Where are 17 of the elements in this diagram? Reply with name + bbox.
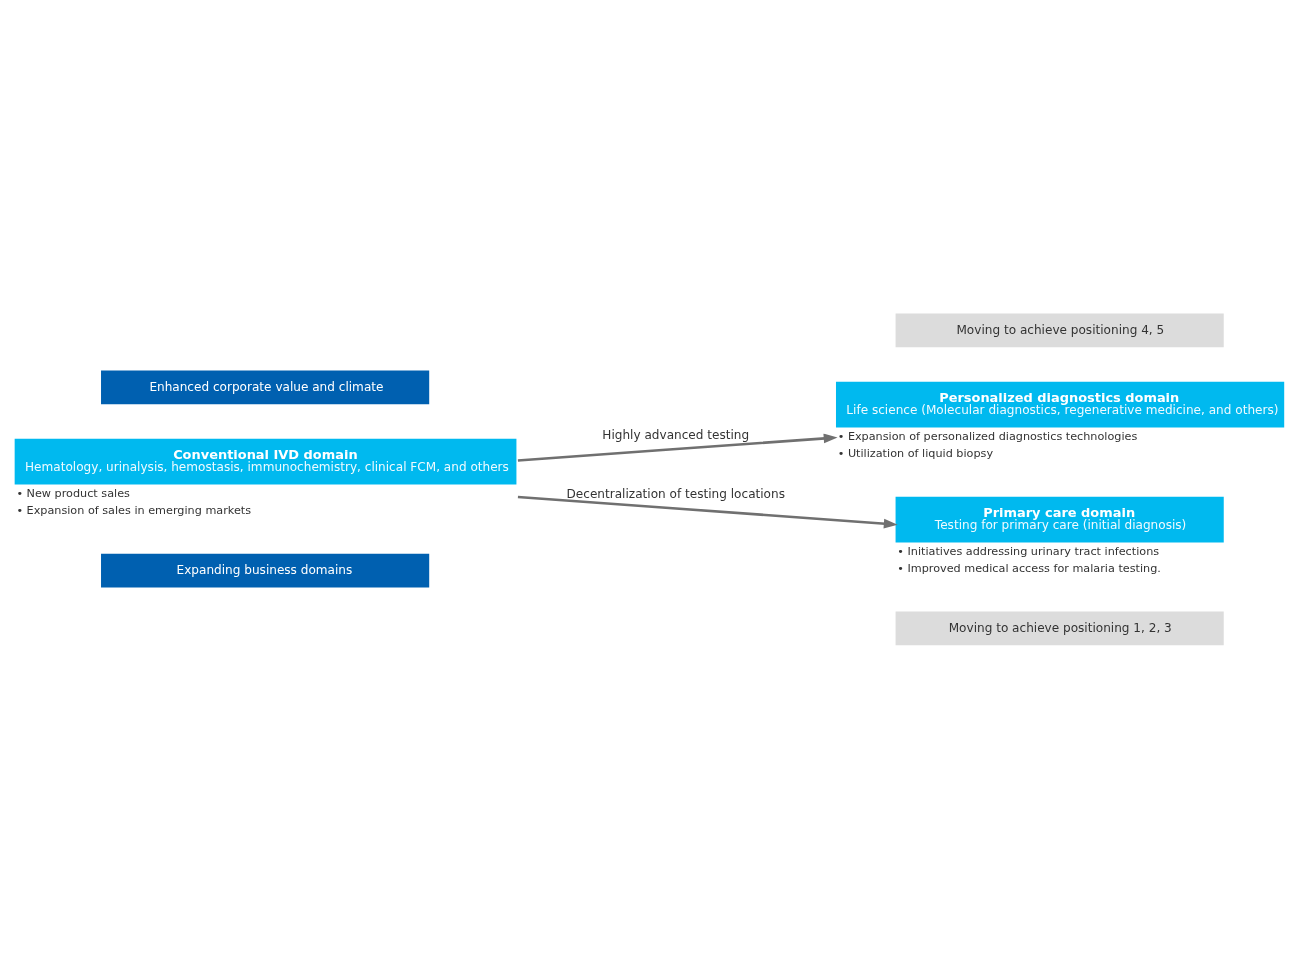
node-label: • New product sales: [16, 487, 130, 501]
node-label: • Expansion of sales in emerging markets: [16, 504, 252, 518]
node-box: Personalized diagnostics domain Life science (Molecular diagnostics, regenerative medicine, and others): [836, 381, 1285, 428]
edge-label: Decentralization of testing locations: [566, 486, 785, 501]
arrow: [517, 433, 838, 462]
node-label: • Expansion of personalized diagnostics technologies: [837, 430, 1138, 444]
node-box: Enhanced corporate value and climate: [101, 370, 430, 405]
node-box: Moving to achieve positioning 4, 5: [895, 313, 1224, 348]
node-box: Moving to achieve positioning 1, 2, 3: [895, 611, 1224, 646]
node-label: • Improved medical access for malaria testing.: [897, 562, 1161, 576]
node-label: • Initiatives addressing urinary tract infections: [897, 544, 1160, 558]
arrow: [517, 495, 898, 529]
edge-label: Highly advanced testing: [602, 428, 750, 443]
node-box: Primary care domain Testing for primary care (initial diagnosis): [895, 496, 1224, 543]
node-label: • Utilization of liquid biopsy: [837, 447, 994, 461]
node-box: Conventional IVD domain Hematology, urinalysis, hemostasis, immunochemistry, clinical FCM, and others: [14, 438, 517, 485]
node-box: Expanding business domains: [101, 553, 430, 588]
